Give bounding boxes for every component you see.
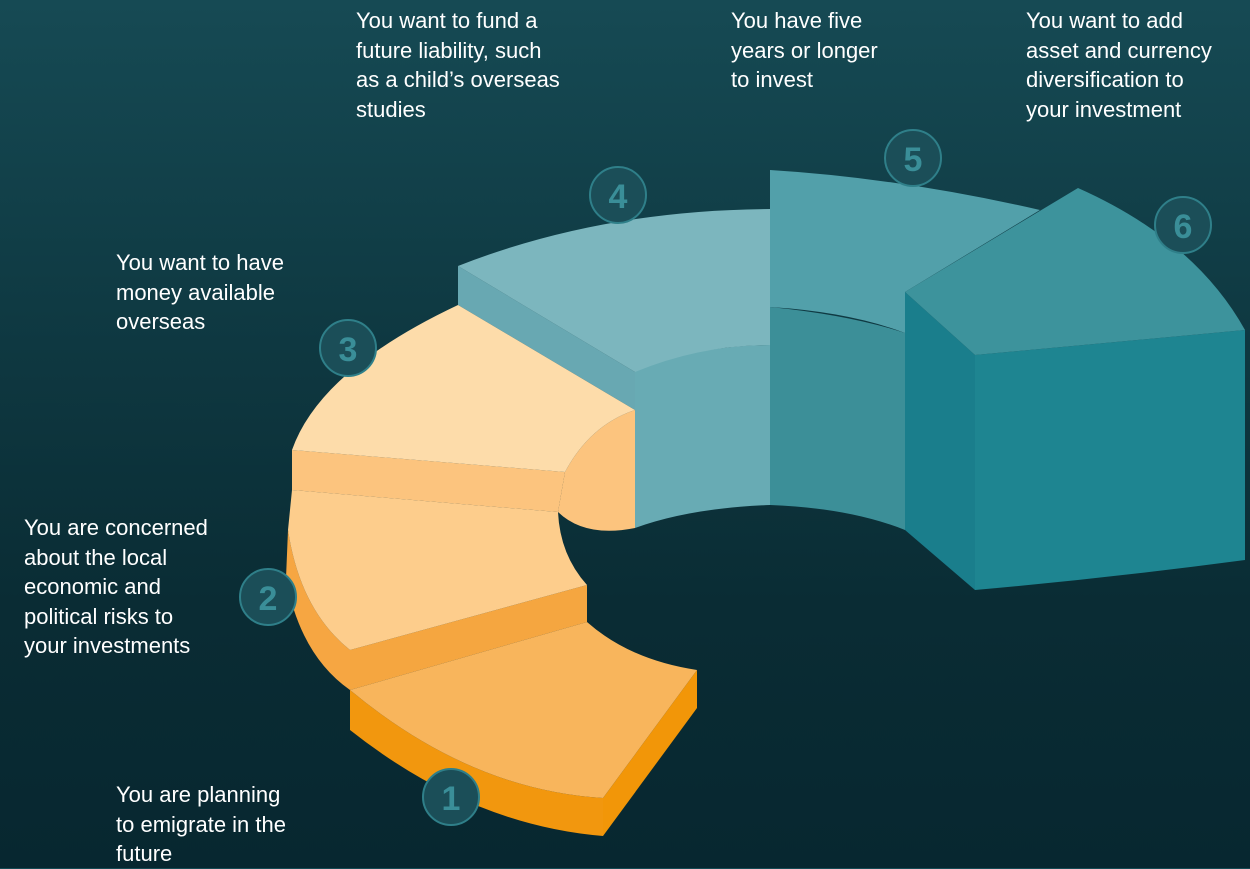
segment-6-front — [975, 330, 1245, 590]
step-badge-3: 3 — [319, 319, 377, 377]
segment-3-top — [292, 305, 635, 472]
segment-1-side-outer — [350, 690, 603, 836]
segment-2-top — [288, 490, 587, 650]
badge-number: 4 — [609, 178, 628, 216]
step-label-3: You want to have money available oversea… — [116, 250, 284, 334]
step-badge-6: 6 — [1154, 196, 1212, 254]
badge-number: 6 — [1174, 208, 1193, 246]
step-badge-2: 2 — [239, 568, 297, 626]
segment-4-top — [458, 209, 770, 372]
step-label-2: You are concerned about the local econom… — [24, 515, 208, 658]
segment-4-side — [458, 266, 635, 410]
segment-5 — [770, 170, 1040, 530]
badge-number: 1 — [442, 780, 461, 818]
segment-6-side — [905, 292, 975, 590]
segment-4-inner — [635, 345, 770, 528]
segment-1-side-end — [603, 670, 697, 836]
step-label-1: You are planning to emigrate in the futu… — [116, 782, 286, 866]
step-label-5: You have five years or longer to invest — [731, 8, 878, 92]
segment-4 — [458, 209, 770, 528]
segment-1 — [350, 622, 697, 836]
segment-2-side-outer — [286, 530, 350, 690]
step-badge-5: 5 — [884, 129, 942, 187]
badge-number: 2 — [259, 580, 278, 618]
segment-6-top — [905, 188, 1245, 355]
segment-1-top — [350, 622, 697, 798]
step-badge-1: 1 — [422, 768, 480, 826]
segment-6 — [905, 188, 1245, 590]
segment-2-side-inner — [350, 585, 587, 690]
segment-3 — [292, 305, 635, 531]
step-label-6: You want to add asset and currency diver… — [1026, 8, 1212, 122]
segment-5-top — [770, 170, 1040, 333]
segment-5-inner — [770, 307, 905, 530]
step-badge-4: 4 — [589, 166, 647, 224]
step-label-4: You want to fund a future liability, suc… — [356, 8, 560, 122]
segment-3-inner — [558, 410, 635, 531]
segment-2 — [286, 490, 587, 690]
segment-3-side — [292, 450, 565, 512]
badge-number: 5 — [904, 141, 923, 179]
badge-number: 3 — [339, 331, 358, 369]
